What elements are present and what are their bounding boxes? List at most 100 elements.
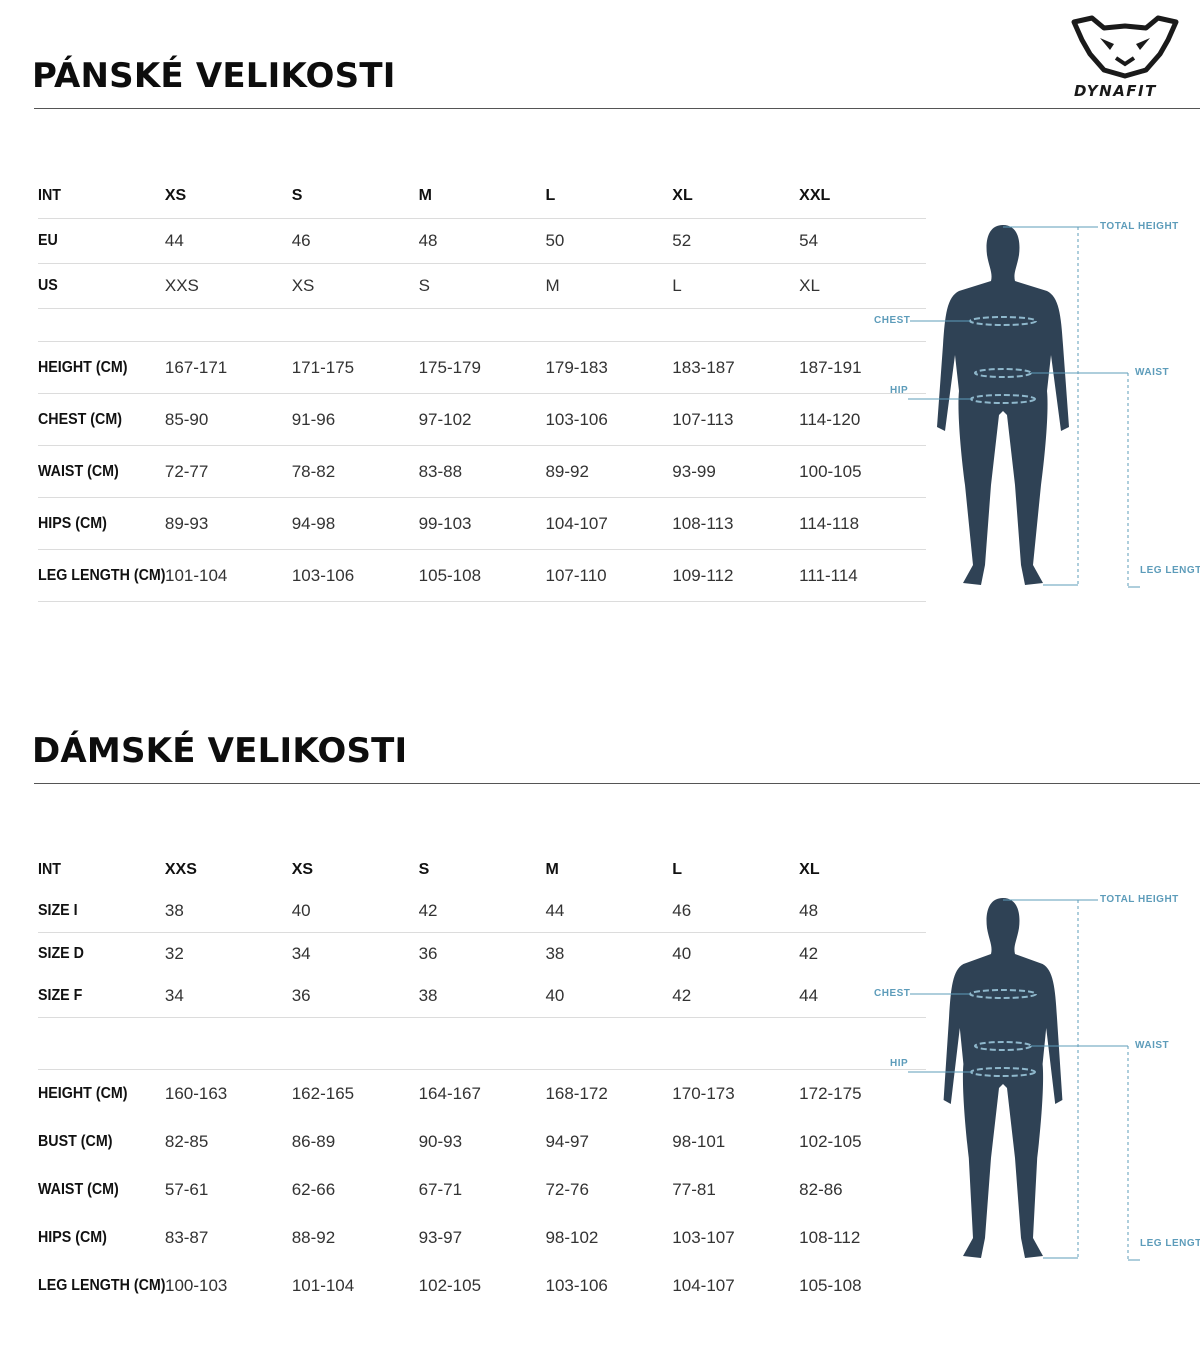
table-cell: 85-90 [164, 409, 209, 429]
header-size: S [418, 861, 430, 878]
table-cell: 44 [545, 901, 565, 920]
table-cell: 57-61 [164, 1180, 209, 1199]
table-cell: 82-86 [799, 1180, 843, 1199]
table-cell: 170-173 [672, 1084, 735, 1103]
table-cell: 108-112 [799, 1228, 861, 1247]
table-cell: 90-93 [418, 1132, 463, 1151]
table-cell: XL [799, 276, 820, 295]
table-cell: 162-165 [291, 1084, 355, 1103]
table-cell: 105-108 [799, 1276, 862, 1295]
table-cell: 52 [672, 231, 692, 250]
header-size: M [418, 187, 432, 204]
table-cell: 109-112 [672, 565, 734, 585]
table-cell: 172-175 [799, 1084, 862, 1103]
snow-leopard-logo-icon [1071, 15, 1179, 79]
row-label: LEG LENGTH (CM) [38, 566, 166, 584]
header-size: XL [799, 861, 820, 878]
row-label: BUST (CM) [38, 1133, 113, 1150]
table-spacer-row [38, 1018, 926, 1070]
row-label: HEIGHT (CM) [38, 1085, 128, 1102]
table-cell: 103-106 [545, 409, 608, 429]
table-cell: 44 [164, 231, 184, 250]
table-cell: 98-101 [672, 1132, 726, 1151]
table-cell: 34 [291, 944, 311, 963]
table-cell: 164-167 [418, 1084, 481, 1103]
row-label: HIPS (CM) [38, 514, 107, 532]
table-cell: 83-87 [164, 1228, 209, 1247]
leg-length-label: LEG LENGTH [1140, 565, 1200, 576]
table-cell: 101-104 [291, 1276, 355, 1295]
table-cell: 168-172 [545, 1084, 608, 1103]
table-cell: 103-106 [291, 565, 355, 585]
table-cell: 107-113 [672, 409, 734, 429]
women-title-rule [34, 783, 1200, 784]
header-label: INT [38, 187, 61, 204]
table-cell: 97-102 [418, 409, 472, 429]
leg-length-label: LEG LENGTH [1140, 1238, 1200, 1249]
table-cell: 102-105 [799, 1132, 862, 1151]
table-cell: 54 [799, 231, 819, 250]
table-cell: 160-163 [164, 1084, 228, 1103]
table-cell: 42 [672, 986, 692, 1005]
table-cell: 100-105 [799, 461, 862, 481]
table-cell: 91-96 [291, 409, 336, 429]
row-label: SIZE D [38, 945, 84, 962]
header-size: L [545, 187, 556, 204]
table-cell: 99-103 [418, 513, 472, 533]
header-size: XS [291, 861, 314, 878]
table-cell: 48 [418, 231, 438, 250]
body-silhouette-icon [908, 898, 1140, 1261]
chest-label: CHEST [874, 315, 911, 326]
table-cell: 32 [164, 944, 184, 963]
row-label: HEIGHT (CM) [38, 358, 128, 376]
table-cell: 100-103 [165, 1276, 228, 1295]
table-cell: 34 [164, 986, 184, 1005]
row-label: HIPS (CM) [38, 1229, 107, 1246]
table-cell: 183-187 [672, 357, 735, 377]
table-cell: 72-76 [545, 1180, 589, 1199]
table-cell: 38 [418, 986, 438, 1005]
total-height-label: TOTAL HEIGHT [1100, 221, 1179, 232]
table-cell: 105-108 [418, 565, 482, 585]
table-cell: 111-114 [799, 565, 858, 585]
table-cell: 62-66 [291, 1180, 336, 1199]
table-cell: 83-88 [418, 461, 463, 481]
table-cell: 187-191 [799, 357, 862, 377]
table-cell: 88-92 [291, 1228, 336, 1247]
table-cell: 46 [672, 901, 692, 920]
header-label: INT [38, 861, 61, 878]
row-label: SIZE I [38, 902, 78, 919]
header-size: XL [672, 187, 693, 204]
women-section-title: DÁMSKÉ VELIKOSTI [32, 731, 408, 771]
hip-label: HIP [890, 385, 909, 396]
table-cell: 108-113 [672, 513, 734, 533]
table-cell: 114-118 [799, 513, 860, 533]
table-cell: 167-171 [164, 357, 228, 377]
header-size: S [291, 187, 303, 204]
row-label: WAIST (CM) [38, 462, 119, 480]
men-section-title: PÁNSKÉ VELIKOSTI [32, 56, 396, 96]
table-cell: 103-106 [545, 1276, 608, 1295]
table-cell: 171-175 [291, 357, 355, 377]
header-size: XXS [164, 861, 197, 878]
row-label: WAIST (CM) [38, 1181, 119, 1198]
table-cell: 114-120 [799, 409, 861, 429]
table-cell: 104-107 [545, 513, 608, 533]
table-cell: 40 [545, 986, 565, 1005]
table-cell: 77-81 [672, 1180, 716, 1199]
table-cell: 101-104 [165, 565, 228, 585]
table-cell: XS [291, 276, 315, 295]
table-cell: 93-99 [672, 461, 716, 481]
